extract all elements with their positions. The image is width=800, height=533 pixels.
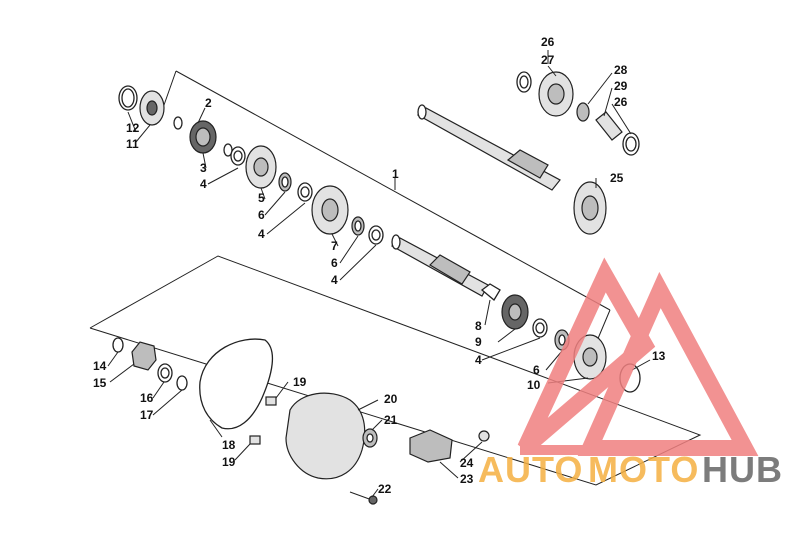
hub-9 bbox=[501, 294, 529, 330]
shaft-25 bbox=[416, 104, 607, 235]
label-16: 16 bbox=[140, 391, 154, 405]
label-25: 25 bbox=[610, 171, 624, 185]
label-6: 6 bbox=[258, 208, 265, 222]
leader-lines bbox=[107, 50, 651, 498]
gear-10 bbox=[573, 334, 607, 380]
label-4: 4 bbox=[475, 353, 482, 367]
main-shaft-group-frame bbox=[157, 70, 611, 349]
label-26: 26 bbox=[541, 35, 555, 49]
label-10: 10 bbox=[527, 378, 541, 392]
watermark-hub-text: HUB bbox=[702, 449, 783, 490]
gear-5 bbox=[245, 145, 277, 189]
label-20: 20 bbox=[384, 392, 398, 406]
cover-20 bbox=[285, 392, 366, 480]
watermark-moto-text: MOTO bbox=[588, 449, 699, 490]
ring-26a bbox=[516, 71, 532, 93]
label-22: 22 bbox=[378, 482, 392, 496]
label-15: 15 bbox=[93, 376, 107, 390]
label-26: 26 bbox=[614, 95, 628, 109]
watermark-triangle-left bbox=[517, 257, 656, 455]
label-4: 4 bbox=[258, 227, 265, 241]
gear-27 bbox=[538, 71, 574, 117]
label-4: 4 bbox=[331, 273, 338, 287]
washer-16 bbox=[157, 363, 173, 383]
label-9: 9 bbox=[475, 335, 482, 349]
snap-ring-17 bbox=[176, 375, 188, 391]
label-27: 27 bbox=[541, 53, 555, 67]
label-12: 12 bbox=[126, 121, 140, 135]
label-24: 24 bbox=[460, 456, 474, 470]
screw-24 bbox=[478, 430, 490, 442]
label-6: 6 bbox=[533, 363, 540, 377]
label-4: 4 bbox=[200, 177, 207, 191]
label-5: 5 bbox=[258, 191, 265, 205]
label-7: 7 bbox=[331, 239, 338, 253]
label-19: 19 bbox=[222, 455, 236, 469]
label-1: 1 bbox=[392, 167, 399, 181]
gear-11 bbox=[139, 90, 165, 126]
washer-4d bbox=[532, 318, 548, 338]
label-2: 2 bbox=[205, 96, 212, 110]
label-18: 18 bbox=[222, 438, 236, 452]
gear-7 bbox=[311, 185, 349, 235]
automotohub-watermark: AUTO MOTO HUB bbox=[478, 257, 783, 490]
label-23: 23 bbox=[460, 472, 474, 486]
label-11: 11 bbox=[126, 137, 139, 151]
bearing-6a bbox=[278, 172, 292, 192]
label-14: 14 bbox=[93, 359, 107, 373]
snap-ring-14 bbox=[112, 337, 124, 353]
washer-4c bbox=[368, 225, 384, 245]
snap-ring-2 bbox=[173, 116, 183, 130]
shaft-8 bbox=[391, 234, 501, 301]
dowel-19b bbox=[249, 435, 261, 445]
label-6: 6 bbox=[331, 256, 338, 270]
washer-4a bbox=[230, 146, 246, 166]
nut-15 bbox=[131, 341, 157, 371]
sensor-23 bbox=[409, 429, 453, 463]
ring-26b bbox=[622, 132, 640, 156]
gasket-18 bbox=[199, 338, 274, 430]
dowel-19a bbox=[265, 396, 277, 406]
sleeve-28 bbox=[595, 111, 623, 141]
label-3: 3 bbox=[200, 161, 207, 175]
bolt-22 bbox=[349, 491, 378, 505]
label-19: 19 bbox=[293, 375, 307, 389]
label-8: 8 bbox=[475, 319, 482, 333]
snap-ring-12 bbox=[118, 85, 138, 111]
label-17: 17 bbox=[140, 408, 154, 422]
label-28: 28 bbox=[614, 63, 628, 77]
watermark-auto-text: AUTO bbox=[478, 449, 583, 490]
label-21: 21 bbox=[384, 413, 398, 427]
washer-4b bbox=[297, 182, 313, 202]
bearing-6b bbox=[351, 216, 365, 236]
label-29: 29 bbox=[614, 79, 628, 93]
label-13: 13 bbox=[652, 349, 666, 363]
hub-3 bbox=[189, 120, 217, 154]
callout-labels: 1 2 3 4 5 6 4 7 6 4 8 9 4 6 10 12 11 13 … bbox=[93, 35, 666, 496]
seal-21 bbox=[362, 428, 378, 448]
bearing-29 bbox=[576, 102, 590, 122]
